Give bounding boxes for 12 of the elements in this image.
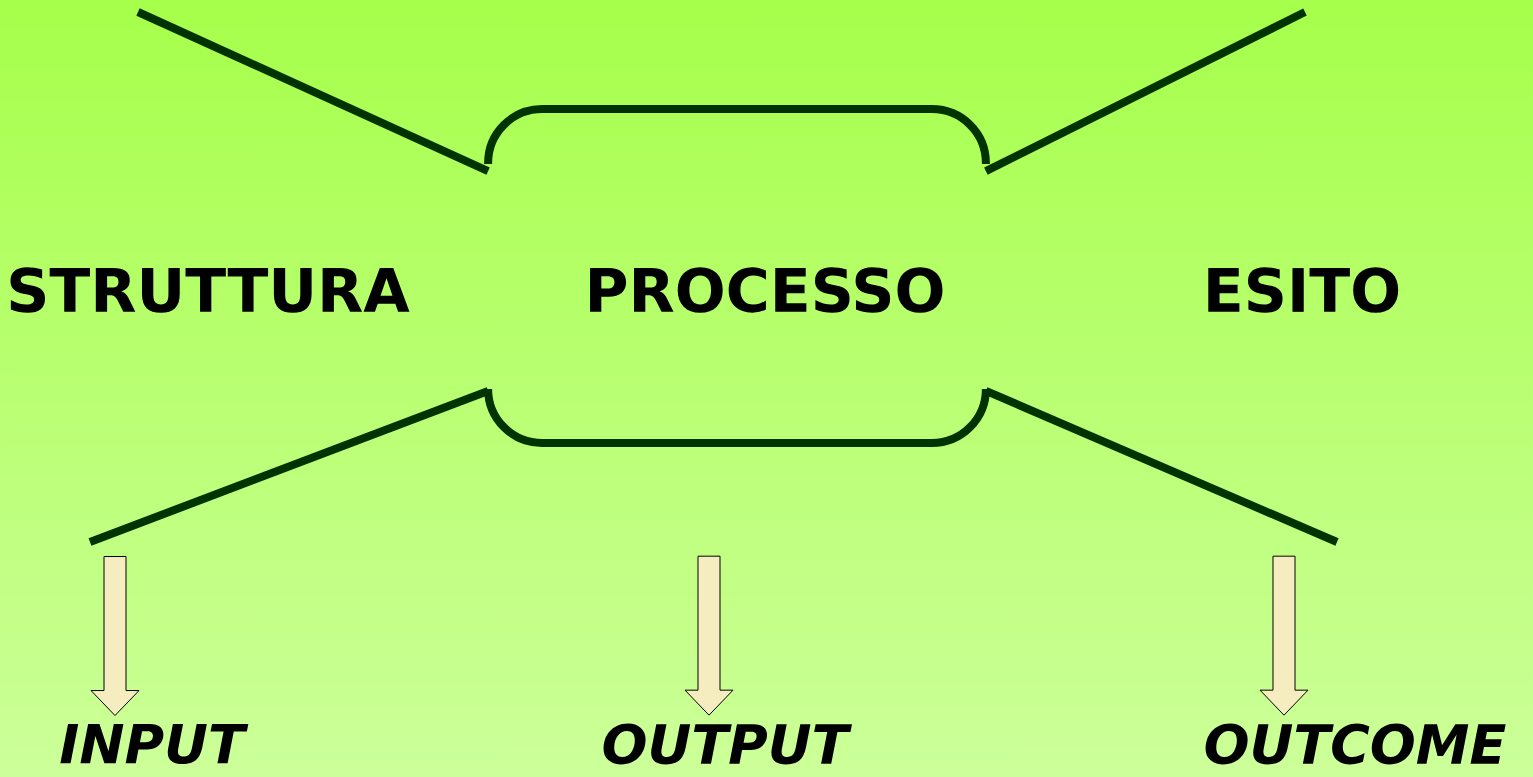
heading: STRUTTURA <box>10 267 410 313</box>
line <box>984 8 1307 175</box>
label-text: OUTCOME <box>1205 723 1506 765</box>
label-text: INPUT <box>60 723 249 765</box>
line <box>136 8 490 175</box>
block-arrow <box>1259 555 1309 716</box>
line <box>984 387 1339 546</box>
heading: ESITO <box>1208 267 1399 313</box>
block-arrow <box>90 556 140 717</box>
line <box>88 387 490 546</box>
block-arrow <box>684 555 734 716</box>
label-text: OUTPUT <box>603 723 852 765</box>
